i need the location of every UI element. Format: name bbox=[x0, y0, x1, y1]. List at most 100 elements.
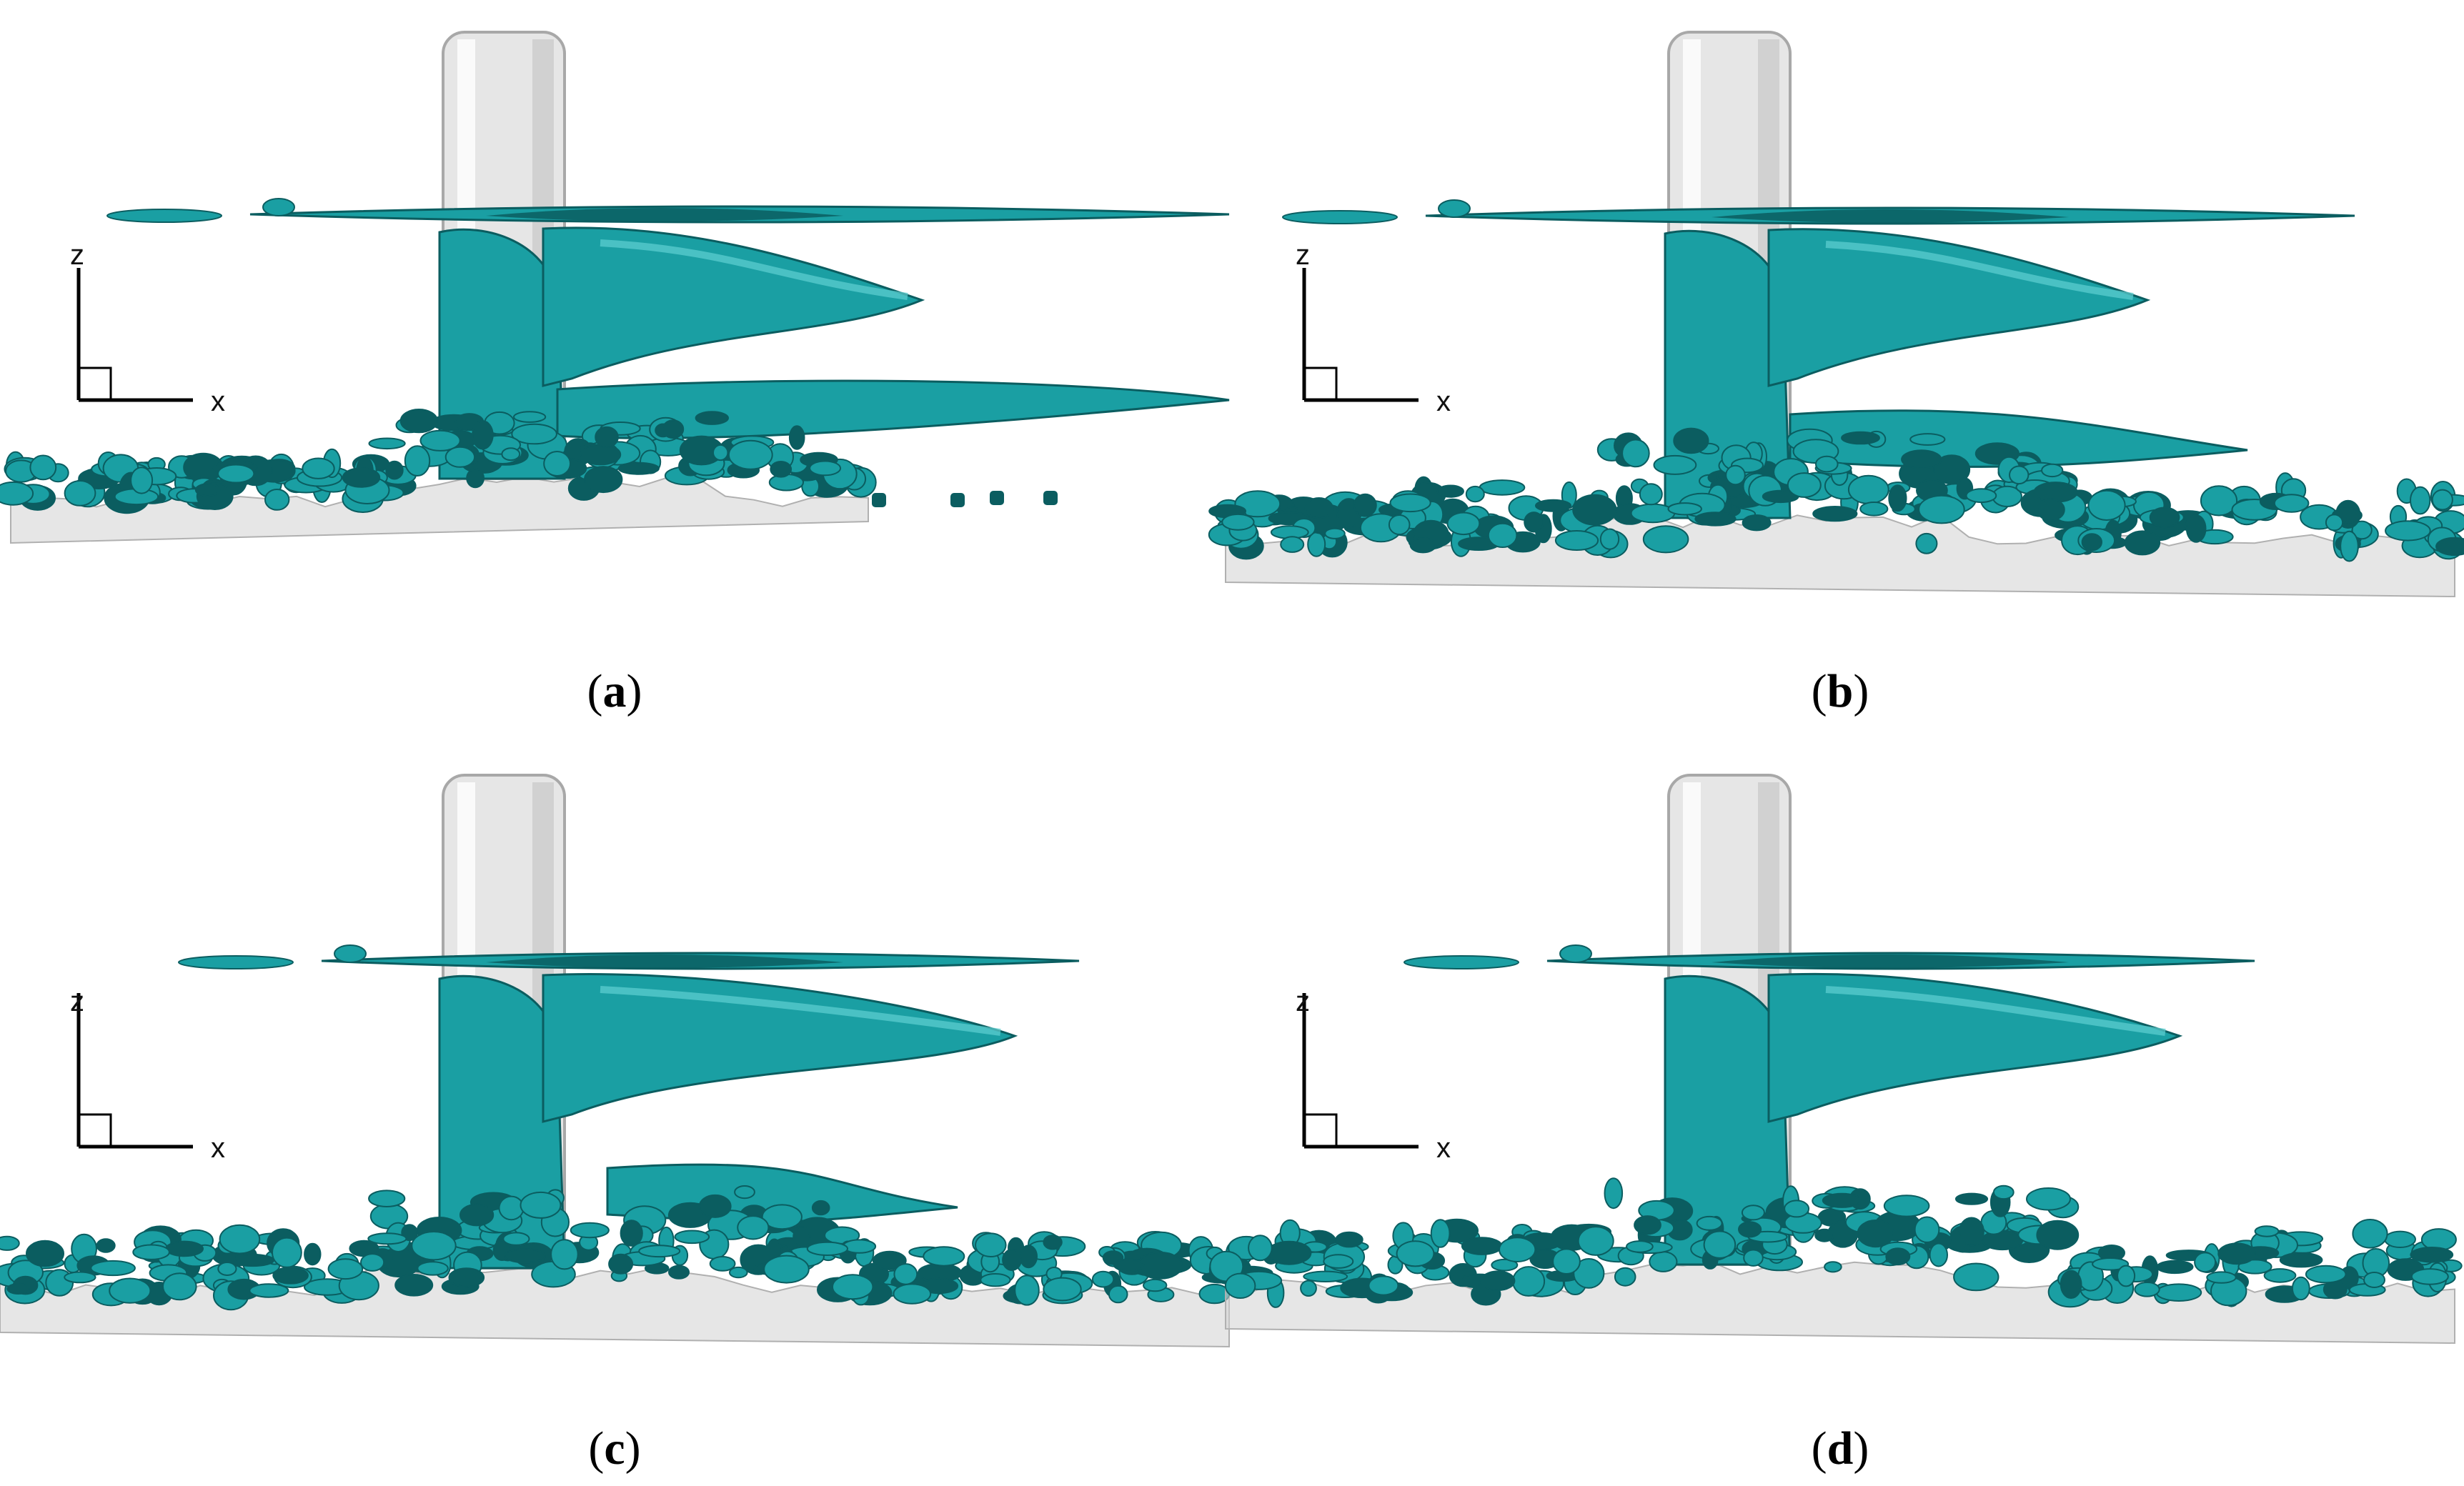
bed-vortex-blob bbox=[411, 1231, 457, 1261]
upper-shear-core bbox=[1712, 209, 2069, 223]
bed-vortex-blob bbox=[1901, 449, 1942, 469]
bed-vortex-blob bbox=[1859, 502, 1889, 517]
bed-vortex-blob bbox=[520, 1191, 562, 1219]
bed-vortex-blob bbox=[272, 1237, 302, 1268]
bed-vortex-blob bbox=[2431, 489, 2453, 511]
detached-vortex-bit bbox=[334, 944, 367, 963]
bed-vortex-blob bbox=[1577, 1226, 1614, 1256]
bed-vortex-blob bbox=[1694, 512, 1737, 527]
bed-vortex-blob bbox=[419, 429, 461, 452]
bed-vortex-blob bbox=[1043, 1277, 1082, 1302]
bed-vortex-blob bbox=[2291, 1276, 2310, 1301]
bed-vortex-blob bbox=[2149, 507, 2180, 529]
bed-vortex-blob bbox=[620, 1220, 643, 1247]
bed-vortex-blob bbox=[543, 451, 571, 477]
bed-vortex-blob bbox=[498, 1195, 525, 1221]
bed-vortex-blob bbox=[64, 480, 96, 507]
bed-vortex-blob bbox=[712, 444, 729, 462]
bed-vortex-blob bbox=[1479, 479, 1526, 496]
axis-z-label: z bbox=[1296, 239, 1310, 271]
bed-vortex-blob bbox=[2410, 1268, 2449, 1285]
bed-vortex-blob bbox=[668, 1265, 690, 1280]
axis-z-label: z bbox=[70, 986, 84, 1017]
bed-vortex-blob bbox=[1812, 506, 1858, 522]
bed-vortex-blob bbox=[1841, 431, 1880, 445]
bed-vortex-blob bbox=[674, 1230, 710, 1245]
bed-vortex-blob bbox=[2117, 1265, 2136, 1287]
bed-vortex-blob bbox=[472, 420, 494, 450]
bed-vortex-blob bbox=[1396, 1240, 1435, 1267]
wake-lobe-highlight bbox=[1825, 986, 2166, 1036]
bed-vortex-blob bbox=[1604, 1177, 1624, 1210]
bed-vortex-blob bbox=[595, 426, 619, 449]
bed-vortex-blob bbox=[1335, 1231, 1363, 1248]
bed-vortex-blob bbox=[729, 1266, 748, 1279]
bed-vortex-blob bbox=[1014, 1275, 1040, 1306]
bed-vortex-blob bbox=[2352, 1219, 2388, 1249]
bed-vortex-blob bbox=[1043, 1235, 1063, 1250]
caption-a: (a) bbox=[587, 665, 642, 717]
bed-vortex-blob bbox=[501, 447, 521, 462]
bed-vortex-blob bbox=[1814, 1228, 1834, 1242]
caption-b: (b) bbox=[1811, 665, 1869, 717]
bed-vortex-blob bbox=[2435, 537, 2464, 557]
bed-vortex-blob bbox=[2087, 489, 2126, 522]
bed-vortex-blob bbox=[1599, 528, 1620, 550]
bed-vortex-blob bbox=[417, 1261, 449, 1276]
upper-shear-core bbox=[486, 954, 843, 968]
detached-vortex-bit bbox=[1404, 955, 1519, 969]
bed-vortex-blob bbox=[1524, 512, 1544, 533]
detached-vortex-bit bbox=[1438, 199, 1471, 218]
bed-vortex-blob bbox=[1639, 483, 1663, 506]
bed-vortex-blob bbox=[1883, 1195, 1930, 1217]
bed-vortex-blob bbox=[1965, 488, 1997, 504]
bed-vortex-blob bbox=[513, 411, 547, 423]
bed-vortex-blob bbox=[502, 1232, 530, 1246]
bed-vortex-blob bbox=[2340, 530, 2359, 562]
bed-vortex-blob bbox=[217, 464, 255, 484]
bed-vortex-blob bbox=[399, 409, 438, 434]
bed-vortex-blob bbox=[2217, 1242, 2256, 1265]
bed-vortex-blob bbox=[1696, 1215, 1723, 1231]
bed-vortex-blob bbox=[1248, 1235, 1273, 1262]
bed-vortex-blob bbox=[1499, 1237, 1536, 1262]
bed-vortex-blob bbox=[1465, 485, 1485, 503]
bed-vortex-blob bbox=[1091, 1270, 1115, 1288]
bed-vortex-blob bbox=[1909, 433, 1946, 446]
bed-vortex-blob bbox=[1815, 455, 1839, 473]
bed-vortex-blob bbox=[975, 1232, 1007, 1258]
bed-vortex-blob bbox=[2237, 1259, 2272, 1275]
bed-vortex-blob bbox=[504, 1248, 547, 1264]
bed-vortex-blob bbox=[1738, 1221, 1762, 1238]
bed-vortex-blob bbox=[1822, 1192, 1862, 1208]
bed-vortex-blob bbox=[2206, 1271, 2237, 1284]
wake-lobe bbox=[542, 226, 925, 387]
bed-vortex-blob bbox=[698, 1194, 732, 1218]
bed-vortex-blob bbox=[1649, 1251, 1678, 1272]
wake-lobe-highlight bbox=[600, 986, 1001, 1036]
bed-vortex-blob bbox=[1953, 1262, 1999, 1292]
bed-vortex-blob bbox=[90, 1260, 136, 1277]
bed-vortex-blob bbox=[2081, 533, 2103, 552]
detached-vortex-bit bbox=[950, 493, 965, 507]
wake-lobe bbox=[1767, 972, 2183, 1123]
bed-vortex-blob bbox=[842, 1239, 877, 1254]
axis-x-label: x bbox=[211, 1132, 225, 1164]
bed-vortex-blob bbox=[768, 473, 805, 492]
bed-vortex-blob bbox=[893, 1283, 932, 1305]
bed-vortex-blob bbox=[511, 423, 557, 445]
bed-vortex-blob bbox=[2036, 1220, 2080, 1250]
detached-vortex-bit bbox=[1559, 944, 1592, 963]
axis-triad: z x bbox=[1296, 239, 1451, 417]
detached-vortex-bit bbox=[106, 209, 222, 223]
bed-vortex-blob bbox=[249, 1283, 289, 1298]
isosurface-render-d: z x bbox=[1208, 774, 2463, 1345]
bed-vortex-blob bbox=[2194, 1252, 2217, 1273]
bed-vortex-blob bbox=[404, 445, 431, 477]
bed-vortex-blob bbox=[132, 1244, 170, 1260]
bed-vortex-blob bbox=[367, 1232, 407, 1245]
bed-vortex-blob bbox=[1019, 1245, 1038, 1269]
bed-vortex-blob bbox=[1280, 536, 1305, 553]
bed-vortex-blob bbox=[737, 1215, 770, 1240]
bed-vortex-blob bbox=[2026, 1187, 2071, 1211]
